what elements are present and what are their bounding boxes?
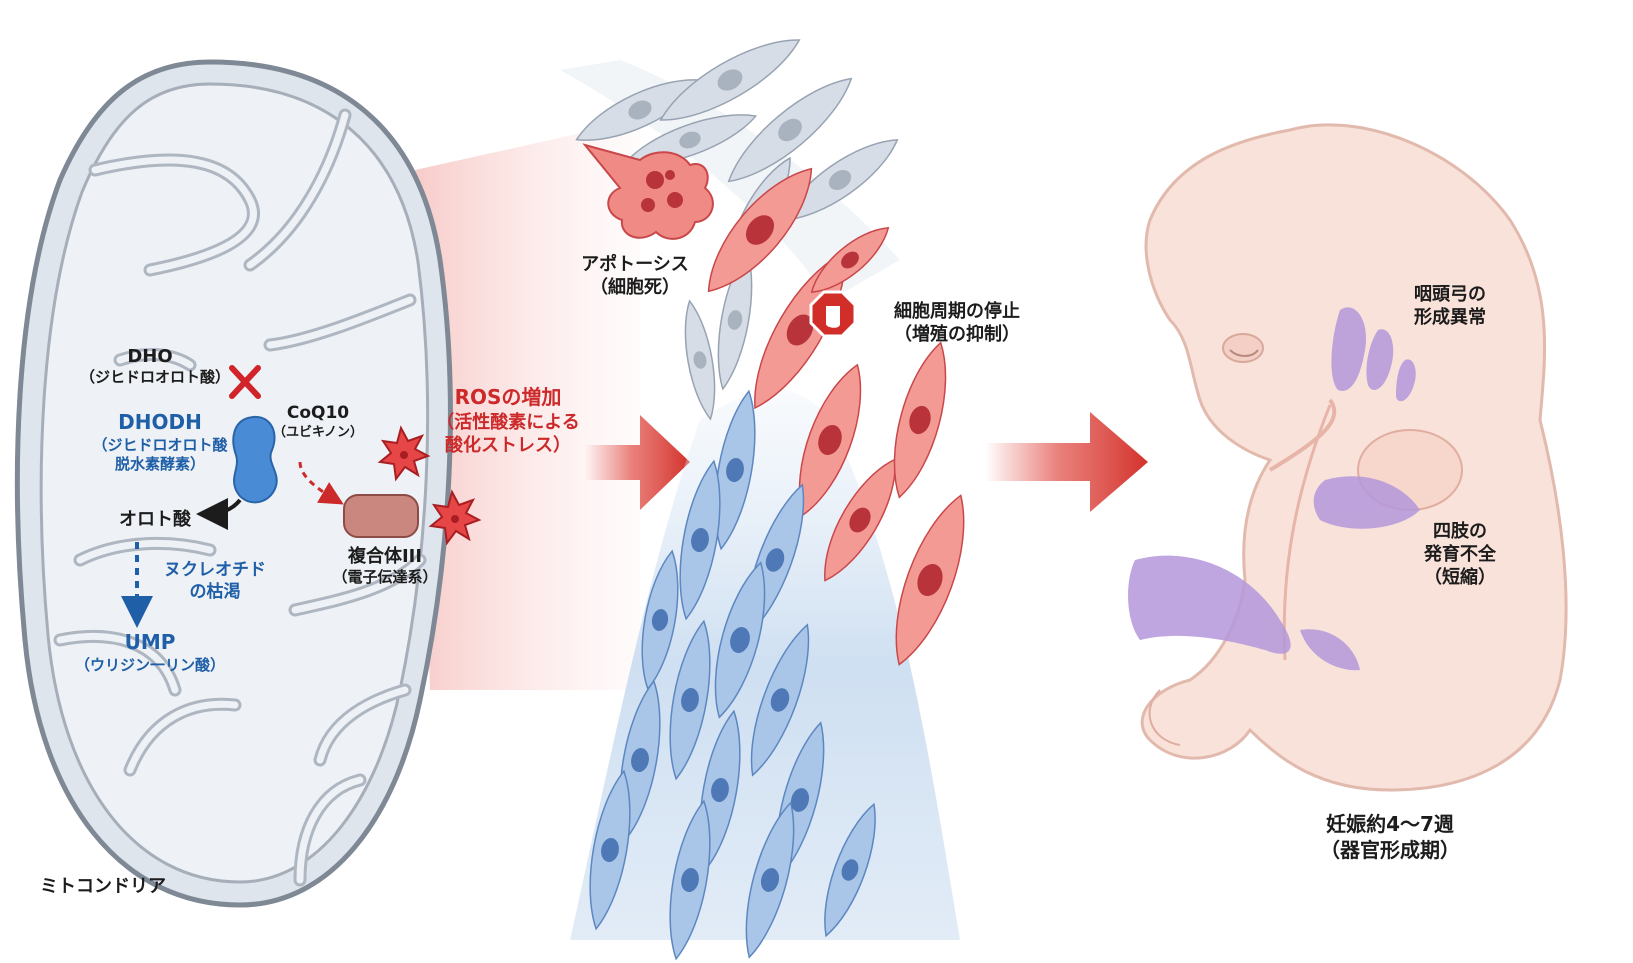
limb-line-3: （短縮） (1424, 567, 1496, 589)
ros-title: ROSの増加 (454, 385, 562, 409)
ros-line-2: （活性酸素による (436, 411, 580, 433)
complex-iii-icon (343, 494, 419, 538)
cell-population (575, 39, 965, 961)
apoptosis-label: アポトーシス （細胞死） (560, 253, 710, 299)
arch-line-2: 形成異常 (1414, 307, 1486, 329)
mitochondria-text: ミトコンドリア (40, 876, 166, 897)
gestation-line-2: （器官形成期） (1320, 837, 1460, 862)
limb-line-1: 四肢の (1433, 521, 1487, 542)
gestation-period-label: 妊娠約4～7週 （器官形成期） (1290, 812, 1490, 863)
limb-line-2: 発育不全 (1424, 544, 1496, 566)
embryo (1140, 123, 1568, 792)
red-cell (707, 167, 813, 293)
blue-cell (714, 561, 766, 719)
complex-iii-subtitle: （電子伝達系） (332, 568, 438, 587)
progression-arrow-2 (985, 412, 1148, 512)
depletion-line-2: の枯渇 (189, 581, 241, 602)
apoptosis-subtitle: （細胞死） (590, 277, 680, 299)
ump-subtitle: （ウリジン一リン酸） (74, 655, 225, 674)
red-cell (810, 227, 890, 293)
apoptotic-cell (582, 143, 714, 240)
red-cell (798, 363, 862, 517)
dho-label: DHO （ジヒドロオロト酸） (80, 345, 231, 387)
grey-cell (717, 249, 753, 391)
cell-cycle-subtitle: （増殖の抑制） (894, 324, 1020, 346)
complex-iii-title: 複合体III (347, 546, 423, 567)
blue-cell (699, 709, 741, 871)
blue-cell (679, 459, 721, 621)
progression-arrow-1 (585, 415, 690, 510)
zoom-cone (415, 120, 640, 690)
orotic-acid-label: オロト酸 (100, 508, 210, 531)
mitochondria-label: ミトコンドリア (40, 875, 230, 898)
blue-cell (641, 549, 679, 691)
ros-line-3: 酸化ストレス） (445, 434, 571, 456)
grey-cell (781, 139, 899, 221)
ros-label: ROSの増加 （活性酸素による 酸化ストレス） (418, 385, 598, 457)
coq10-complex-arrow (298, 461, 344, 505)
coq10-title: CoQ10 (286, 403, 350, 423)
red-cell (895, 494, 965, 666)
dho-subtitle: （ジヒドロオロト酸） (80, 368, 231, 387)
pharyngeal-arch-label: 咽頭弓の 形成異常 (1395, 283, 1505, 329)
gestation-line-1: 妊娠約4～7週 (1326, 812, 1454, 836)
complex-iii-label: 複合体III （電子伝達系） (310, 545, 460, 587)
dhodh-enzyme-icon (232, 415, 278, 504)
coq10-subtitle: （ユビキノン） (272, 424, 364, 440)
nucleotide-depletion-label: ヌクレオチド の枯渇 (150, 560, 280, 604)
blue-cell (750, 623, 810, 777)
dhodh-title: DHODH (118, 410, 202, 434)
blue-cell (824, 802, 876, 938)
dhodh-label: DHODH （ジヒドロオロト酸 脱水素酵素） (70, 410, 250, 474)
blue-cell (669, 619, 711, 781)
red-cell (893, 341, 947, 499)
dhodh-subtitle-2: 脱水素酵素） (114, 454, 205, 473)
blue-cell (589, 769, 631, 931)
grey-cell (684, 299, 716, 421)
arch-line-1: 咽頭弓の (1414, 284, 1486, 305)
dhodh-subtitle-1: （ジヒドロオロト酸 (92, 435, 228, 454)
blue-cell (745, 801, 795, 959)
limb-defect-label: 四肢の 発育不全 （短縮） (1405, 520, 1515, 589)
pharyngeal-arch-marker (1331, 307, 1416, 402)
grey-cell (727, 77, 853, 183)
ros-star-icon (428, 489, 482, 546)
dho-title: DHO (127, 346, 173, 367)
orotic-acid-text: オロト酸 (119, 509, 191, 530)
coq10-label: CoQ10 （ユビキノン） (268, 403, 368, 441)
inhibition-x-icon (229, 365, 261, 399)
apoptosis-title: アポトーシス (581, 254, 689, 275)
grey-cell (659, 39, 801, 121)
ump-title: UMP (124, 630, 176, 654)
blue-cell (669, 799, 711, 961)
depletion-line-1: ヌクレオチド (164, 560, 266, 580)
cell-cycle-arrest-label: 細胞周期の停止 （増殖の抑制） (862, 300, 1052, 346)
ros-star-icon (377, 425, 431, 482)
cell-cycle-title: 細胞周期の停止 (894, 301, 1020, 322)
stop-sign-icon (809, 290, 857, 338)
ump-label: UMP （ウリジン一リン酸） (60, 630, 240, 675)
orotic-acid-arrow (196, 497, 242, 530)
limb-defect-marker (1128, 476, 1420, 671)
